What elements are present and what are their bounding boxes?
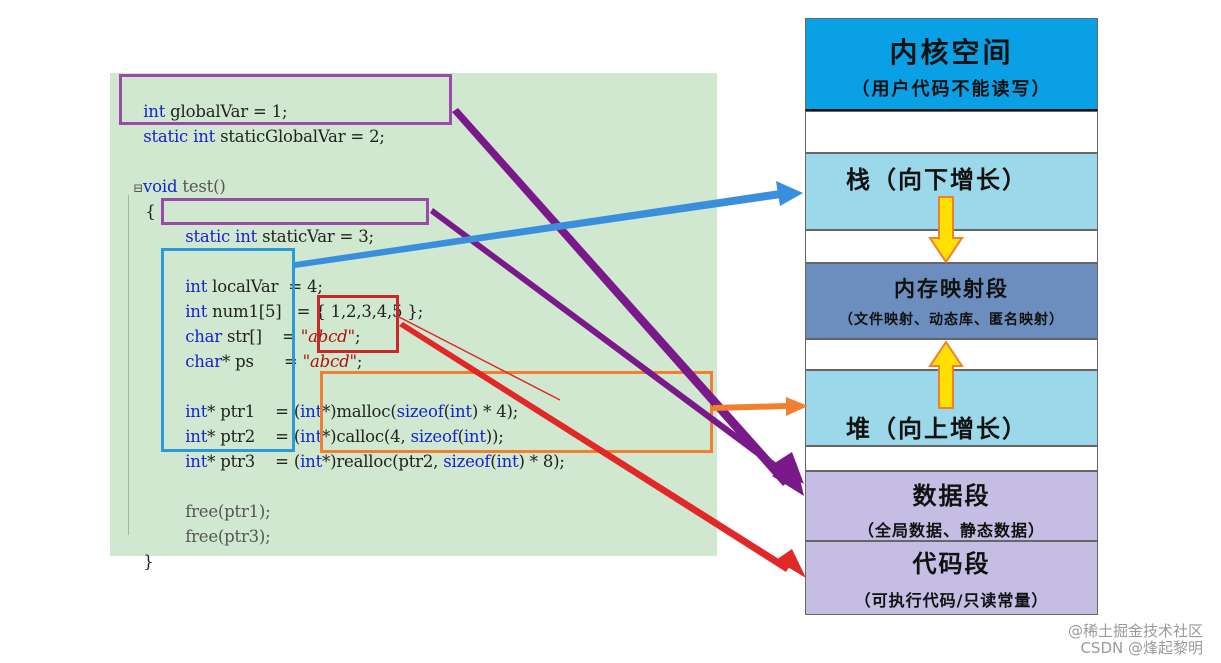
mmap-subtitle: （文件映射、动态库、匿名映射） (839, 312, 1064, 328)
global-to-data-arrowhead (772, 462, 804, 496)
mmap-title: 内存映射段 (894, 276, 1009, 301)
data-title: 数据段 (912, 481, 991, 510)
kernel-space-segment: 内核空间 （用户代码不能读写） (805, 18, 1098, 111)
heap-segment: 堆（向上增长） (805, 370, 1098, 446)
code-segment: 代码段 （可执行代码/只读常量） (805, 541, 1098, 615)
stack-segment: 栈（向下增长） (805, 153, 1098, 230)
data-subtitle: （全局数据、静态数据） (857, 521, 1045, 540)
local-to-stack-arrowhead (776, 181, 803, 206)
collapse-icon: ⊟ (133, 181, 144, 195)
code-segment-subtitle: （可执行代码/只读常量） (854, 591, 1049, 610)
code-line-open-brace: { (145, 202, 156, 221)
indent-guide (128, 195, 129, 535)
data-segment: 数据段 （全局数据、静态数据） (805, 471, 1098, 541)
static-to-data-arrowhead (770, 452, 804, 484)
code-line-free-ptr3: free(ptr3); (185, 527, 271, 546)
heap-alloc-to-heap-arrow (713, 403, 788, 411)
kernel-space-subtitle: （用户代码不能读写） (851, 79, 1052, 100)
watermark-line-2: CSDN @烽起黎明 (1080, 639, 1203, 657)
heap-title: 堆（向上增长） (846, 414, 1028, 443)
string-literal-highlight (317, 295, 399, 353)
watermark: @稀土掘金技术社区 CSDN @烽起黎明 (1068, 623, 1203, 657)
watermark-line-1: @稀土掘金技术社区 (1067, 622, 1203, 640)
code-line-void-test: ⊟void test() (133, 177, 226, 196)
gap-segment (805, 230, 1098, 263)
code-line-ps: char* ps = "abcd"; (185, 352, 363, 371)
code-line-global-var: int globalVar = 1; (143, 102, 288, 121)
kernel-space-title: 内核空间 (889, 36, 1014, 69)
literal-to-code-arrowhead (776, 549, 806, 578)
heap-alloc-highlight (320, 371, 713, 453)
gap-segment (805, 111, 1098, 153)
stack-title: 栈（向下增长） (846, 165, 1028, 194)
code-line-local-var: int localVar = 4; (185, 277, 323, 296)
static-var-highlight (161, 198, 429, 225)
code-line-num1: int num1[5] = { 1,2,3,4,5 }; (185, 302, 424, 321)
gap-segment (805, 446, 1098, 471)
gap-segment (805, 339, 1098, 370)
code-line-close-brace: } (143, 552, 154, 571)
code-line-free-ptr1: free(ptr1); (185, 502, 271, 521)
local-vars-highlight (161, 248, 295, 452)
code-line-static-global-var: static int staticGlobalVar = 2; (143, 127, 385, 146)
mmap-segment: 内存映射段 （文件映射、动态库、匿名映射） (805, 263, 1098, 339)
global-vars-highlight (119, 74, 452, 125)
code-segment-title: 代码段 (912, 549, 991, 578)
